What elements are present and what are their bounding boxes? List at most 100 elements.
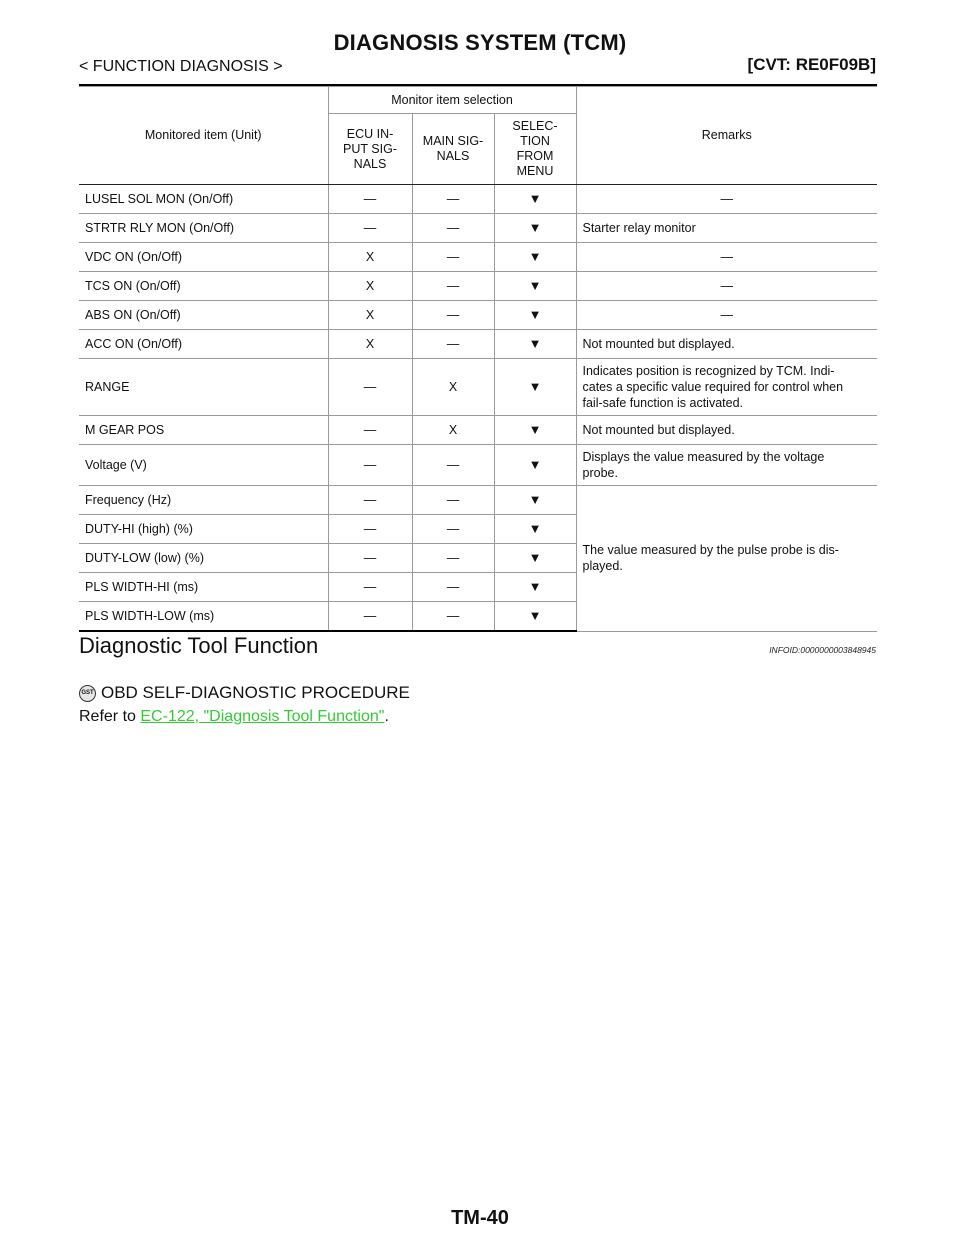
item-cell: Voltage (V) [79,444,329,486]
header-main-signals: MAIN SIG- NALS [411,113,495,185]
table-row: Frequency (Hz) — — ▼ The value measured … [79,485,877,632]
menu-triangle-icon: ▼ [493,213,577,243]
menu-triangle-icon: ▼ [493,271,577,301]
ecu-cell: — [327,543,413,573]
main-cell: — [411,300,495,330]
table-row: DUTY-HI (high) (%) — — ▼ [79,514,877,544]
table-row: STRTR RLY MON (On/Off) — — ▼ Starter rel… [79,213,877,243]
gst-icon: GST [79,684,96,702]
monitor-item-table: Monitored item (Unit) Monitor item selec… [79,86,877,632]
remarks-cell: Not mounted but displayed. [575,415,877,445]
table-row: PLS WIDTH-LOW (ms) — — ▼ [79,601,877,632]
item-cell: ACC ON (On/Off) [79,329,329,359]
ecu-cell: X [327,242,413,272]
ecu-cell: — [327,444,413,486]
main-cell: — [411,329,495,359]
item-cell: PLS WIDTH-HI (ms) [79,572,329,602]
ecu-cell: — [327,184,413,214]
table-row: ABS ON (On/Off) X — ▼ — [79,300,877,330]
main-cell: — [411,572,495,602]
item-cell: DUTY-LOW (low) (%) [79,543,329,573]
remarks-cell: — [575,184,877,214]
main-cell: — [411,271,495,301]
menu-triangle-icon: ▼ [493,572,576,602]
item-cell: LUSEL SOL MON (On/Off) [79,184,329,214]
refer-line: Refer to EC-122, "Diagnosis Tool Functio… [79,708,389,726]
table-row: Voltage (V) — — ▼ Displays the value mea… [79,444,877,486]
header-remarks: Remarks [575,86,877,185]
item-cell: RANGE [79,358,329,416]
info-id: INFOID:0000000003848945 [769,645,876,655]
main-cell: — [411,543,495,573]
table-row: PLS WIDTH-HI (ms) — — ▼ [79,572,877,602]
remarks-cell: Displays the value measured by the volta… [575,444,877,486]
header-selection-from-menu: SELEC- TION FROM MENU [493,113,577,185]
remarks-cell: — [575,242,877,272]
main-cell: — [411,444,495,486]
item-cell: PLS WIDTH-LOW (ms) [79,601,329,632]
header-monitored-item: Monitored item (Unit) [79,86,329,185]
table-row: VDC ON (On/Off) X — ▼ — [79,242,877,272]
ecu-cell: X [327,271,413,301]
main-cell: X [411,358,495,416]
refer-suffix: . [384,708,389,725]
table-row: ACC ON (On/Off) X — ▼ Not mounted but di… [79,329,877,359]
main-cell: — [411,514,495,544]
menu-triangle-icon: ▼ [493,184,577,214]
ecu-cell: X [327,300,413,330]
menu-triangle-icon: ▼ [493,514,576,544]
remarks-cell: — [575,271,877,301]
page-title: DIAGNOSIS SYSTEM (TCM) [333,30,627,55]
ecu-cell: — [327,415,413,445]
ec-122-link[interactable]: EC-122, "Diagnosis Tool Function" [140,708,385,725]
main-cell: — [411,485,495,515]
menu-triangle-icon: ▼ [493,242,577,272]
main-cell: — [411,213,495,243]
sub-heading: GST OBD SELF-DIAGNOSTIC PROCEDURE [79,683,410,703]
menu-triangle-icon: ▼ [493,415,577,445]
table-row: M GEAR POS — X ▼ Not mounted but display… [79,415,877,445]
ecu-cell: — [327,514,413,544]
ecu-cell: — [327,485,413,515]
item-cell: Frequency (Hz) [79,485,329,515]
table-row: RANGE — X ▼ Indicates position is recogn… [79,358,877,416]
menu-triangle-icon: ▼ [493,543,576,573]
pulse-probe-remark: The value measured by the pulse probe is… [575,485,877,632]
refer-prefix: Refer to [79,708,141,725]
ecu-cell: — [327,572,413,602]
model-label: [CVT: RE0F09B] [747,55,876,74]
ecu-cell: — [327,358,413,416]
header-monitor-item-selection: Monitor item selection [327,86,577,114]
item-cell: TCS ON (On/Off) [79,271,329,301]
menu-triangle-icon: ▼ [493,485,577,515]
table-row: LUSEL SOL MON (On/Off) — — ▼ — [79,184,877,214]
section-heading: Diagnostic Tool Function [79,633,319,658]
menu-triangle-icon: ▼ [493,300,577,330]
main-cell: — [411,242,495,272]
sub-heading-text: OBD SELF-DIAGNOSTIC PROCEDURE [101,683,410,702]
page-number: TM-40 [451,1207,509,1229]
menu-triangle-icon: ▼ [493,444,577,486]
item-cell: VDC ON (On/Off) [79,242,329,272]
header-rule [79,84,877,86]
main-cell: X [411,415,495,445]
section-label: < FUNCTION DIAGNOSIS > [79,58,283,75]
item-cell: DUTY-HI (high) (%) [79,514,329,544]
remarks-cell: — [575,300,877,330]
main-cell: — [411,601,495,632]
header-ecu-input-signals: ECU IN- PUT SIG- NALS [328,113,413,185]
remarks-cell: Not mounted but displayed. [575,329,877,359]
ecu-cell: X [327,329,413,359]
remarks-cell: Starter relay monitor [575,213,877,243]
ecu-cell: — [327,213,413,243]
remarks-cell: Indicates position is recognized by TCM.… [575,358,877,416]
table-row: TCS ON (On/Off) X — ▼ — [79,271,877,301]
item-cell: ABS ON (On/Off) [79,300,329,330]
menu-triangle-icon: ▼ [493,601,576,632]
item-cell: M GEAR POS [79,415,329,445]
menu-triangle-icon: ▼ [493,358,577,416]
ecu-cell: — [327,601,413,632]
main-cell: — [411,184,495,214]
menu-triangle-icon: ▼ [493,329,577,359]
item-cell: STRTR RLY MON (On/Off) [79,213,329,243]
